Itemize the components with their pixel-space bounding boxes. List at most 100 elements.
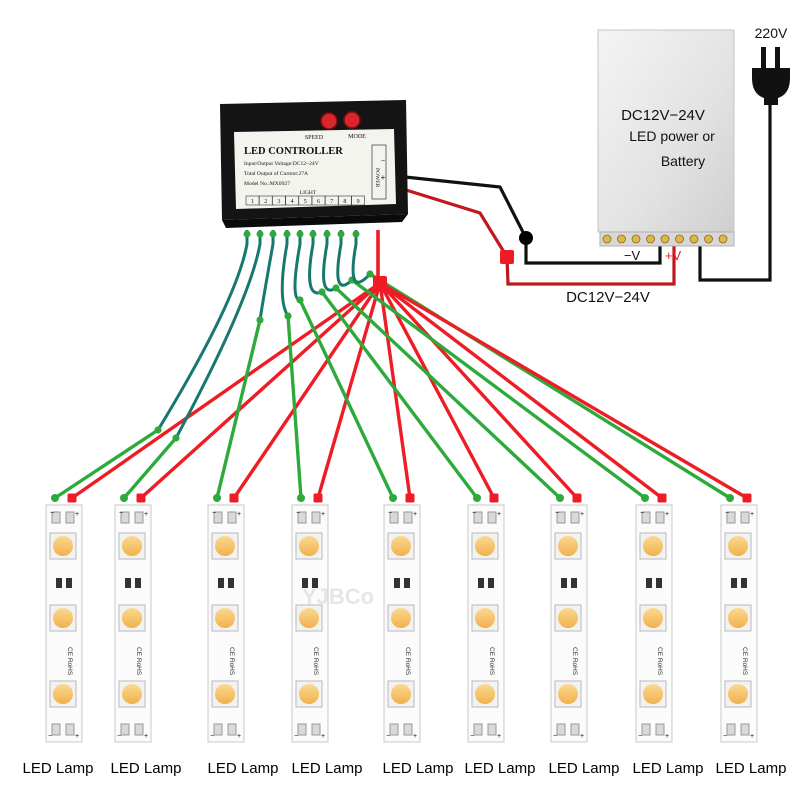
strip-plus-label: + (750, 733, 754, 740)
controller-channel-wire (322, 230, 337, 292)
psu-label-line2: LED power or (629, 128, 715, 144)
mains-voltage-label: 220V (755, 25, 788, 41)
red-terminal (229, 493, 239, 503)
strip-marking: CE RoHS (656, 647, 663, 676)
led-chip (558, 536, 578, 556)
lamp-label-lamp: Lamp (748, 760, 787, 777)
pad-negative-bottom (297, 723, 307, 736)
speed-button[interactable] (320, 112, 338, 130)
channel-number: 3 (277, 199, 280, 205)
lamp-label-lamp: Lamp (581, 760, 620, 777)
led-chip (215, 608, 235, 628)
psu-positive-label: +V (665, 248, 682, 263)
negative-supply-wire (404, 175, 662, 265)
channel-number: 2 (264, 199, 267, 205)
pad-positive-top (227, 511, 237, 524)
screw-terminal (646, 234, 655, 244)
psu-negative-label: −V (624, 248, 641, 263)
led-strip: −+CE RoHS−+ (467, 504, 505, 743)
led-chip (643, 684, 663, 704)
strip-minus-label: − (553, 733, 557, 740)
pad-negative-top (389, 511, 399, 524)
red-terminal (136, 493, 146, 503)
led-strip: −+CE RoHS−+ (550, 504, 588, 743)
controller-channel-wire (258, 230, 275, 321)
strip-plus-label: + (497, 511, 501, 518)
channel-number: 1 (251, 199, 254, 205)
power-box (371, 144, 387, 200)
channel-terminal (243, 230, 251, 238)
strip-plus-label: + (497, 733, 501, 740)
led-strip: −+CE RoHS−+ (720, 504, 758, 743)
channel-terminal (269, 230, 277, 238)
red-wire (379, 281, 748, 500)
channel-terminal (283, 230, 291, 238)
red-terminal (742, 493, 752, 503)
strip-minus-label: − (48, 733, 52, 740)
red-wire (232, 282, 382, 499)
led-chip (122, 536, 142, 556)
resistor (302, 578, 308, 588)
led-chip (558, 608, 578, 628)
strip-minus-label: − (119, 510, 123, 517)
pad-negative-top (120, 511, 130, 524)
led-chip (728, 608, 748, 628)
lamp-label-led: LED (715, 760, 749, 777)
strip-plus-label: + (75, 511, 79, 518)
pad-negative-bottom (473, 723, 483, 736)
pad-positive-top (487, 511, 497, 524)
led-chip (53, 608, 73, 628)
green-terminal (297, 494, 305, 502)
lamp-label-lamp: Lamp (415, 760, 454, 777)
controller-title: LED CONTROLLER (244, 146, 343, 157)
controller-label-panel (234, 129, 396, 209)
green-terminal (120, 494, 128, 502)
lamp-label: LED Lamp (101, 760, 191, 777)
strip-minus-label: − (725, 510, 729, 517)
led-chip (299, 536, 319, 556)
green-junction (256, 316, 264, 324)
channel-number: 9 (357, 199, 360, 205)
lamp-label-led: LED (291, 760, 325, 777)
pad-positive-top (403, 511, 413, 524)
pad-negative-top (473, 511, 483, 524)
green-junction (332, 284, 340, 292)
pad-positive-bottom (570, 723, 580, 736)
strip-marking: CE RoHS (228, 647, 235, 676)
green-terminal (556, 494, 564, 502)
resistor (656, 578, 662, 588)
lamp-label: LED Lamp (539, 760, 629, 777)
green-junction (284, 312, 292, 320)
pad-negative-top (213, 511, 223, 524)
strip-minus-label: − (386, 733, 390, 740)
strip-marking: CE RoHS (66, 647, 73, 676)
pad-positive-bottom (227, 723, 237, 736)
screw-terminal (675, 234, 684, 244)
resistor (56, 578, 62, 588)
strip-marking: CE RoHS (404, 647, 411, 676)
lamp-label: LED Lamp (13, 760, 103, 777)
controller-spec-model: Model No.:MX0927 (244, 181, 290, 187)
green-junction (172, 434, 180, 442)
wire-layer (51, 100, 772, 503)
strip-plus-label: + (321, 511, 325, 518)
green-junction (318, 288, 326, 296)
mode-button[interactable] (343, 111, 361, 129)
red-terminal (572, 493, 582, 503)
strip-plus-label: + (321, 733, 325, 740)
psu-screw-terminals (602, 234, 728, 244)
psu-label-line3: Battery (661, 153, 705, 169)
strip-plus-label: + (144, 733, 148, 740)
lamp-label-led: LED (464, 760, 498, 777)
strip-minus-label: − (388, 510, 392, 517)
positive-supply-wire (405, 188, 676, 286)
channel-terminal (323, 230, 331, 238)
strip-plus-label: + (750, 511, 754, 518)
led-chip (53, 536, 73, 556)
lamp-label: LED Lamp (373, 760, 463, 777)
channel-number: 7 (330, 199, 333, 205)
strip-plus-label: + (413, 511, 417, 518)
red-hub (373, 276, 387, 290)
resistor (731, 578, 737, 588)
